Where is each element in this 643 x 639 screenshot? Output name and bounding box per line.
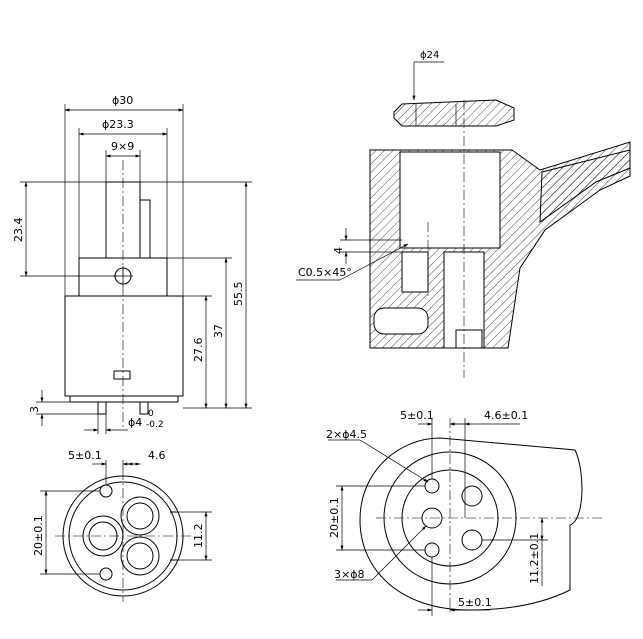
plan-dim-offset-left: 5±0.1: [400, 409, 434, 422]
plan-dim-port-holes: 3×ϕ8: [334, 568, 364, 581]
dim-total-height: 55.5: [232, 282, 245, 307]
bottom-dim-port-width: 11.2: [192, 524, 205, 549]
dim-pin-tol-lower: -0.2: [146, 420, 164, 430]
plan-dim-bottom-offset: 5±0.1: [458, 596, 492, 609]
dim-pin-tol-upper: 0: [148, 409, 154, 419]
dim-lower-height: 27.6: [192, 338, 205, 363]
housing-section-view: ϕ24 4 C0.5×45°: [296, 50, 631, 378]
plan-dim-port-offset: 11.2±0.1: [528, 533, 541, 584]
plan-dim-offset-right: 4.6±0.1: [484, 409, 528, 422]
housing-dim-depth: 4: [332, 247, 345, 254]
dim-pin: ϕ4: [128, 416, 142, 429]
dim-stem-height: 23.4: [12, 218, 25, 243]
dim-spline: 9×9: [111, 140, 134, 153]
dim-outer-diameter: ϕ30: [112, 94, 133, 107]
housing-dim-chamfer: C0.5×45°: [298, 266, 352, 279]
plan-dim-pin-holes: 2×ϕ4.5: [326, 428, 367, 441]
dim-body-height: 37: [212, 324, 225, 338]
bottom-dim-height: 20±0.1: [32, 515, 45, 556]
housing-dim-top-diameter: ϕ24: [420, 50, 439, 61]
cartridge-bottom-view: 5±0.1 4.6 20±0.1 11.2: [32, 449, 212, 602]
dim-body-diameter: ϕ23.3: [102, 118, 134, 131]
plan-dim-height: 20±0.1: [328, 497, 341, 538]
bottom-dim-hole-spacing: 4.6: [148, 449, 166, 462]
housing-plan-view: 5±0.1 4.6±0.1 2×ϕ4.5 20±0.1 3×ϕ8 11.2±0.…: [326, 409, 604, 616]
bottom-dim-hole-offset: 5±0.1: [68, 449, 102, 462]
cartridge-side-view: ϕ30 ϕ23.3 9×9 23.4 55.5 37 27.6: [12, 94, 252, 434]
dim-pin-height: 3: [28, 406, 41, 413]
